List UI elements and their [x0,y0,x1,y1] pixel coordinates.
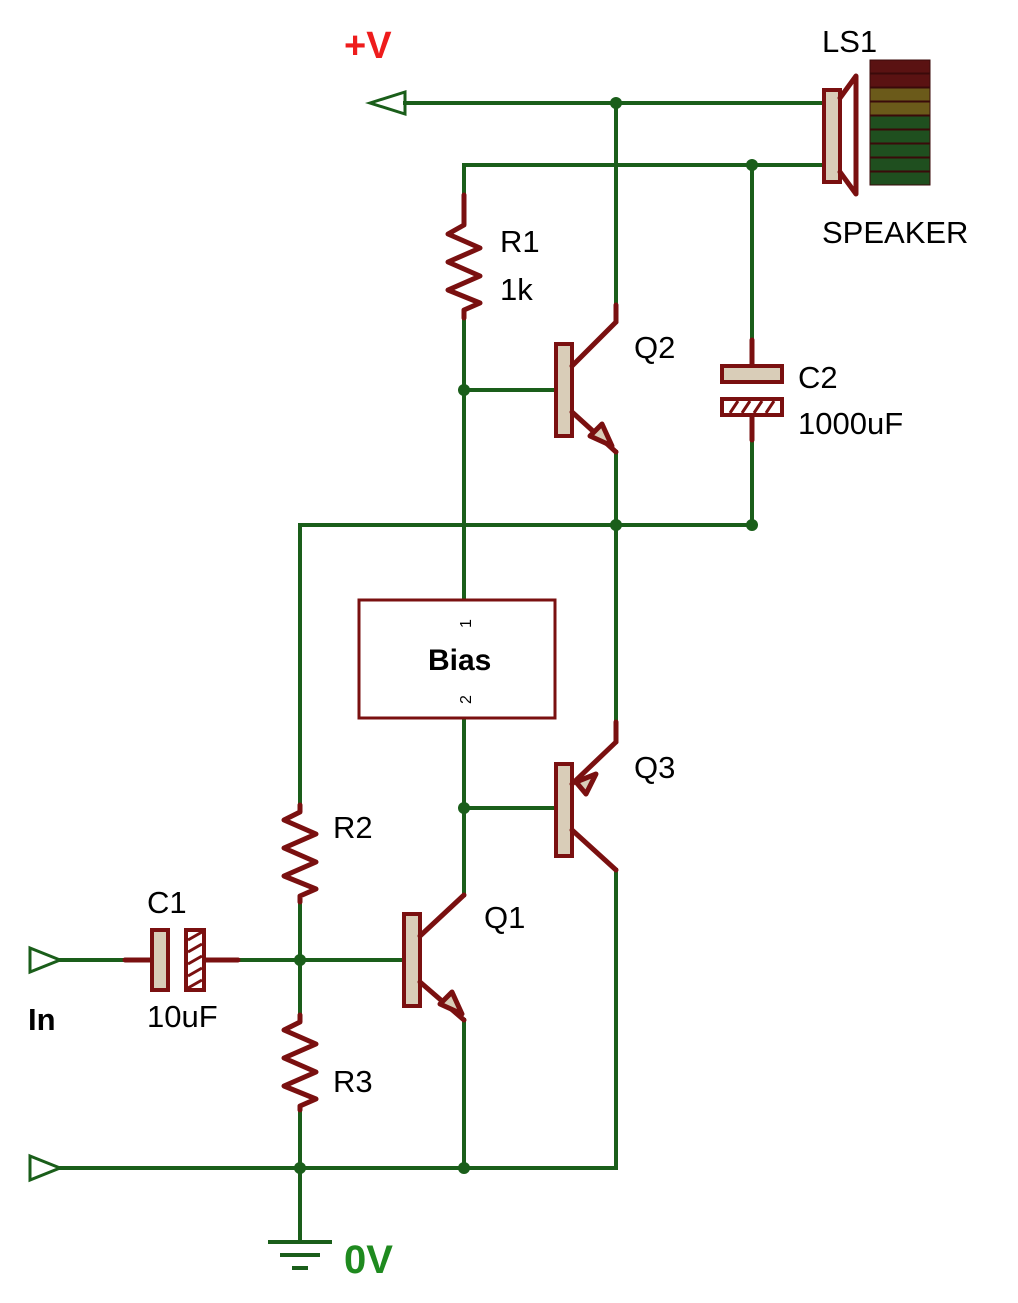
ground-label: 0V [344,1238,393,1282]
junctions [294,97,758,1174]
speaker-meter-segment [869,101,931,116]
c2-ref: C2 [798,360,838,395]
speaker-meter-segment [869,157,931,172]
r1-value: 1k [500,272,533,307]
bias-label: Bias [428,644,491,677]
positive-rail-terminal [364,89,407,117]
speaker-meter-segment [869,73,931,88]
c1-value: 10uF [147,999,218,1034]
junction-dot [294,1162,306,1174]
transistor-q3 [554,719,619,873]
q1-ref: Q1 [484,900,525,935]
ground-terminal [28,1153,65,1183]
capacitor-c1 [122,928,241,992]
junction-dot [458,802,470,814]
speaker-level-meter [869,59,931,186]
bias-pin-1: 1 [458,619,475,628]
positive-rail-label: +V [344,25,392,67]
wire-speaker-return [462,163,826,197]
junction-dot [458,384,470,396]
capacitor-c2 [720,337,784,443]
junction-dot [746,519,758,531]
speaker-meter-segment [869,143,931,158]
speaker-meter-segment [869,171,931,186]
speaker-meter-segment [869,59,931,74]
junction-dot [294,954,306,966]
input-terminal [28,945,65,975]
r1-ref: R1 [500,224,540,259]
transistor-q1 [402,892,467,1023]
speaker-meter-segment [869,87,931,102]
speaker-meter-segment [869,115,931,130]
junction-dot [746,159,758,171]
wire-q3-collector [462,868,618,1170]
bias-pin-2: 2 [458,695,475,704]
c1-ref: C1 [147,885,187,920]
transistor-q2 [554,302,619,455]
junction-dot [458,1162,470,1174]
c2-value: 1000uF [798,406,903,441]
r2-ref: R2 [333,810,373,845]
r3-ref: R3 [333,1064,373,1099]
ls1-value: SPEAKER [822,215,968,250]
ground-icon [268,1240,332,1270]
speaker-ls1 [822,73,859,197]
junction-dot [610,97,622,109]
q2-ref: Q2 [634,330,675,365]
q3-ref: Q3 [634,750,675,785]
bias-block [357,598,557,720]
junction-dot [610,519,622,531]
resistor-r1 [445,192,483,321]
resistor-r2 [281,802,319,905]
ls1-ref: LS1 [822,24,877,59]
resistor-r3 [281,1012,319,1113]
speaker-meter-segment [869,129,931,144]
input-label: In [28,1002,56,1037]
